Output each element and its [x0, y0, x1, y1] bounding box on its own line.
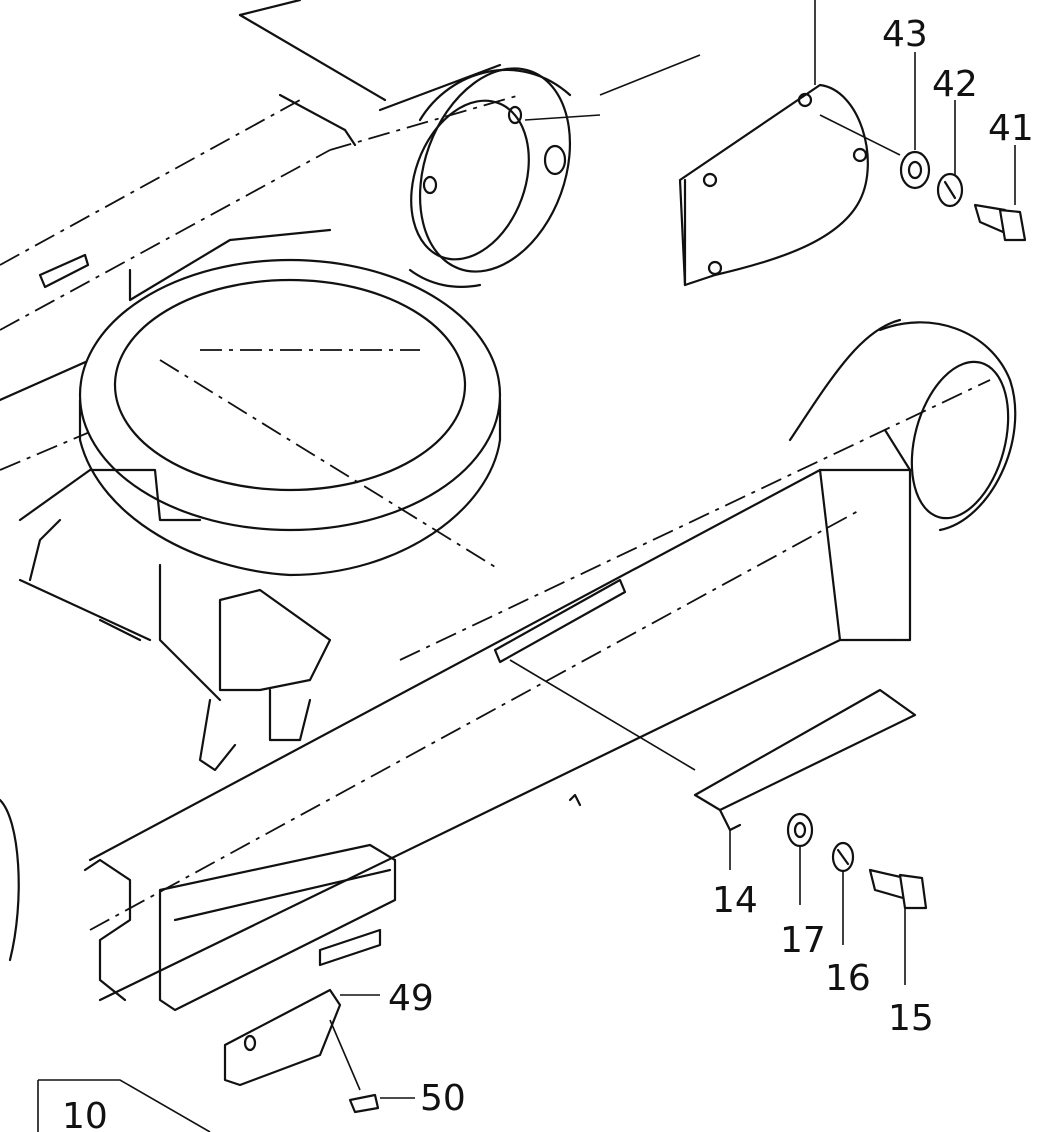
swing-ring: [78, 258, 502, 577]
callout-15: 15: [888, 998, 934, 1039]
callout-50: 50: [420, 1078, 466, 1119]
callout-10: 10: [62, 1096, 108, 1132]
callout-14: 14: [712, 880, 758, 921]
callout-41: 41: [988, 108, 1034, 149]
bolt-15: [868, 868, 928, 985]
cover-plate: [599, 0, 901, 287]
callouts: 43 42 41 14 17 16 15 49 50 10: [62, 14, 1034, 1132]
callout-43: 43: [882, 14, 928, 55]
frame-bracket-10: [37, 1079, 211, 1132]
bracket-plate-14: [509, 659, 917, 870]
side-frame: [83, 318, 1017, 1012]
callout-16: 16: [825, 958, 871, 999]
spring-washer-16: [831, 841, 855, 945]
callout-49: 49: [388, 978, 434, 1019]
bolt-41: [973, 145, 1027, 242]
washer-43: [899, 52, 931, 190]
left-structure: [0, 468, 332, 962]
washer-17: [786, 812, 814, 905]
spring-washer-42: [936, 100, 964, 208]
rear-boss: [408, 67, 601, 288]
callout-17: 17: [780, 920, 826, 961]
callout-42: 42: [932, 64, 978, 105]
bolt-50: [348, 1093, 415, 1114]
shim-49: [223, 988, 380, 1091]
